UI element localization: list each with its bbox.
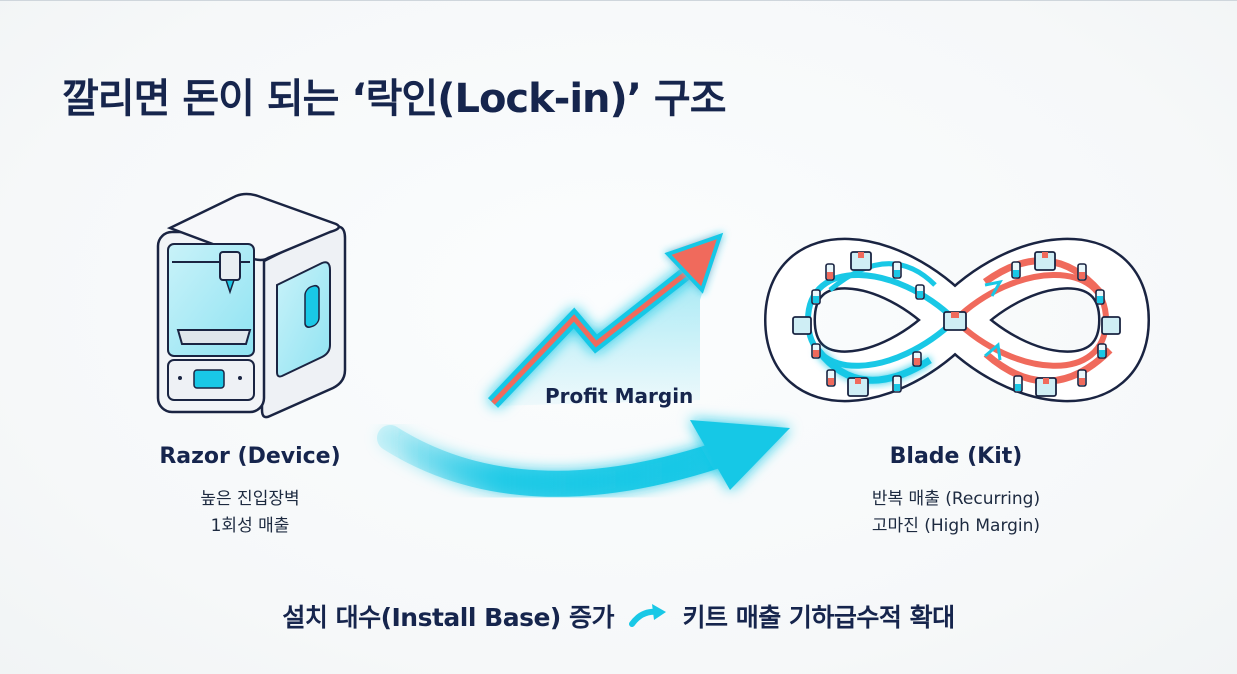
footer-statement: 설치 대수(Install Base) 증가 키트 매출 기하급수적 확대 <box>0 598 1237 636</box>
profit-margin-label: Profit Margin <box>545 384 694 408</box>
printer-device-icon <box>156 192 347 419</box>
razor-line-2: 1회성 매출 <box>210 516 290 536</box>
blade-heading: Blade (Kit) <box>889 444 1023 469</box>
infinity-loop-icon <box>763 237 1151 403</box>
footer-left-text: 설치 대수(Install Base) 증가 <box>282 603 615 632</box>
razor-line-1: 높은 진입장벽 <box>200 489 300 509</box>
slide-title: 깔리면 돈이 되는 ‘락인(Lock-in)’ 구조 <box>62 76 727 122</box>
profit-arrow-icon <box>487 232 724 408</box>
razor-heading: Razor (Device) <box>159 444 341 469</box>
footer-right-text: 키트 매출 기하급수적 확대 <box>682 603 955 632</box>
small-arrow-icon <box>628 602 668 636</box>
blade-line-2: 고마진 (High Margin) <box>871 516 1041 536</box>
top-border <box>0 0 1237 1</box>
flow-arrow-icon <box>377 420 790 497</box>
blade-line-1: 반복 매출 (Recurring) <box>871 489 1041 509</box>
